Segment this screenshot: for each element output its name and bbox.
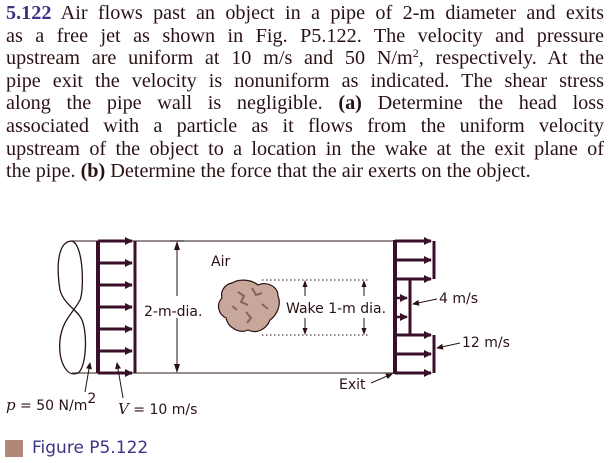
pipe-diameter-dimension: [170, 240, 184, 373]
problem-line-8: the pipe. (b) Determine the force that t…: [6, 160, 531, 183]
pipe-diameter-label: 2-m-dia.: [144, 304, 202, 320]
problem-line-3: upstream are uniform at 10 m/s and 50 N/…: [6, 46, 605, 70]
exit-velocity-profile: [393, 237, 436, 377]
problem-line-1: 5.122 Air flows past an object in a pipe…: [6, 2, 604, 24]
caption-square-icon: [5, 439, 23, 457]
wake-label: Wake 1-m dia.: [286, 301, 386, 317]
caption-text: Figure P5.122: [32, 438, 149, 458]
velocity-label: V = 10 m/s: [118, 400, 197, 418]
problem-number: 5.122: [6, 2, 52, 24]
pressure-label: p = 50 N/m2: [6, 391, 96, 414]
problem-statement: 5.122 Air flows past an object in a pipe…: [6, 2, 604, 183]
problem-line-5: along the pipe wall is negligible. (a) D…: [6, 92, 604, 115]
problem-line-2: as a free jet as shown in Fig. P5.122. T…: [6, 24, 604, 47]
velocity-leader: [115, 362, 124, 399]
wake-velocity-leader: [412, 298, 438, 306]
exit-label: Exit: [339, 377, 366, 393]
wake-velocity-label: 4 m/s: [439, 291, 478, 307]
problem-line-4: pipe exit the velocity is nonuniform as …: [6, 69, 604, 92]
wake-region: [262, 279, 368, 336]
object-rock-icon: [217, 279, 280, 333]
outer-velocity-leader: [436, 342, 461, 350]
problem-line-6: associated with a particle as it flows f…: [6, 114, 604, 137]
pressure-leader: [84, 362, 92, 393]
inlet-velocity-profile: [96, 237, 137, 377]
exit-leader: [370, 373, 393, 384]
part-a-label: (a): [338, 92, 362, 115]
part-b-label: (b): [80, 160, 106, 183]
outer-velocity-label: 12 m/s: [462, 335, 510, 351]
air-label: Air: [211, 254, 230, 270]
pipe-break-icon: [57, 240, 87, 375]
figure-caption: Figure P5.122: [5, 438, 148, 458]
problem-line-7: upstream of the object to a location in …: [6, 137, 604, 160]
